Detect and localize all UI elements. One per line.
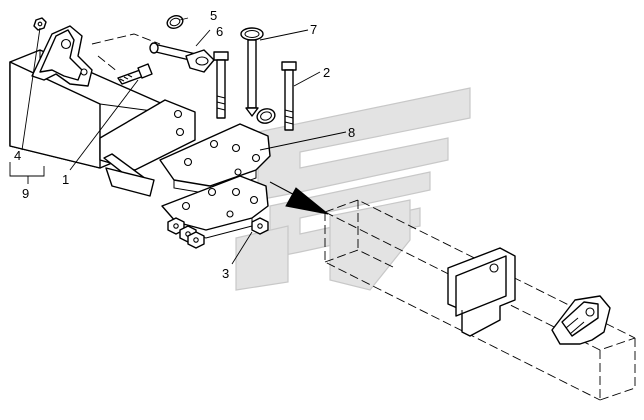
callout-5: 5 [210, 8, 217, 23]
callout-9: 9 [22, 186, 29, 201]
callout-6: 6 [216, 24, 223, 39]
hitch-pin [240, 27, 264, 117]
callout-4: 4 [14, 148, 21, 163]
frame-beam-dashed [324, 199, 636, 401]
watermark-emblem [235, 87, 471, 291]
beam-bracket-middle [447, 247, 516, 337]
callout-7: 7 [310, 22, 317, 37]
hook-clevis [31, 25, 93, 87]
callout-8: 8 [348, 125, 355, 140]
lock-ring [166, 15, 184, 29]
vertical-bolt-front [213, 51, 229, 119]
bolt-small [117, 63, 153, 85]
callout-3: 3 [222, 266, 229, 281]
vertical-bolt-long [281, 61, 297, 131]
assembly-direction-arrow [269, 181, 329, 215]
pin-with-loop [149, 42, 215, 73]
hex-nut-group [167, 217, 269, 249]
alignment-lines [91, 33, 161, 73]
beam-bracket-right [551, 295, 611, 345]
callout-2: 2 [323, 65, 330, 80]
callout-1: 1 [62, 172, 69, 187]
small-nut [33, 17, 47, 31]
callout-leaders [9, 17, 347, 265]
washer-ring [256, 108, 276, 124]
block-flange-plates [99, 99, 196, 197]
